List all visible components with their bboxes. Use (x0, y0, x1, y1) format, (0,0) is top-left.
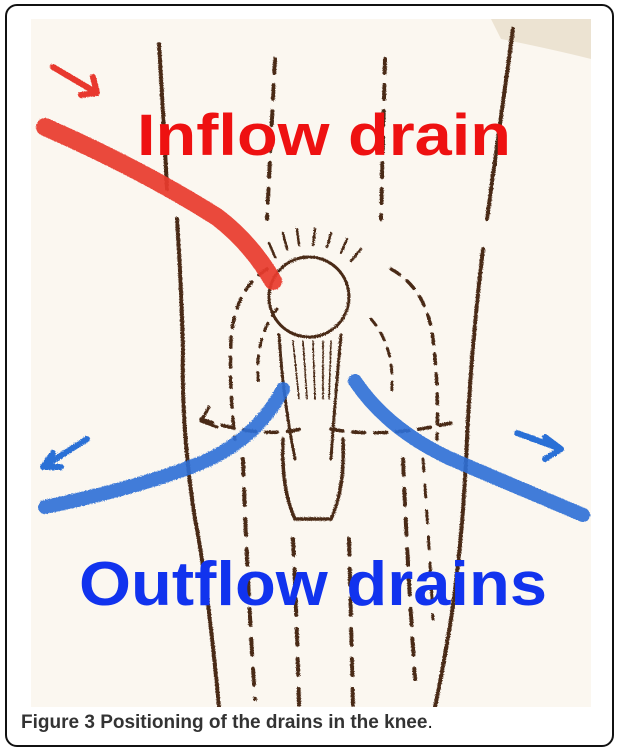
inflow-drain-label: Inflow drain (137, 103, 511, 168)
caption-period: . (427, 712, 432, 733)
figure-caption: Figure 3 Positioning of the drains in th… (21, 709, 601, 737)
figure-number: Figure 3 (21, 712, 95, 733)
knee-drain-illustration: Inflow drain Outflow drains (31, 19, 591, 707)
caption-text: Positioning of the drains in the knee (100, 712, 427, 733)
figure-frame: Inflow drain Outflow drains Figure 3 Pos… (5, 4, 614, 747)
outflow-drains-label: Outflow drains (79, 550, 547, 619)
